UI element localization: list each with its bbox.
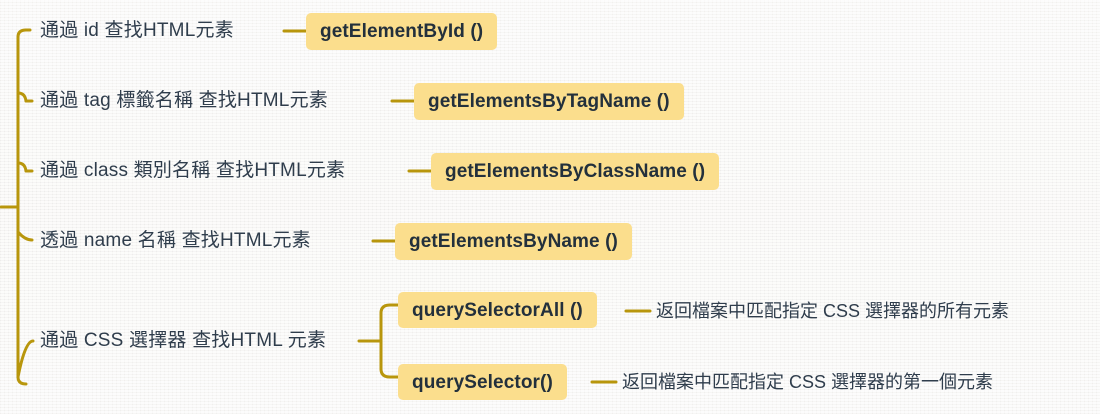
branch-label-5[interactable]: 通過 CSS 選擇器 查找HTML 元素 [40,330,327,351]
method-pill-query-selector[interactable]: querySelector() [398,364,567,400]
spine-top-curl [16,28,28,39]
method-pill-get-elements-by-name[interactable]: getElementsByName () [395,223,632,260]
method-pill-get-elements-by-class-name[interactable]: getElementsByClassName () [431,153,720,190]
branch-curl-4 [16,230,34,242]
branch-label-1[interactable]: 通過 id 查找HTML元素 [40,20,234,41]
branch-label-3[interactable]: 通過 class 類別名稱 查找HTML元素 [40,160,346,181]
method-pill-get-elements-by-tag-name[interactable]: getElementsByTagName () [414,83,684,120]
branch-curl-3 [16,161,28,173]
branch-curl-5 [16,339,35,379]
sub-spine-bottom-curl [379,367,392,379]
description-query-selector: 返回檔案中匹配指定 CSS 選擇器的第一個元素 [622,372,994,392]
sub-spine-top-curl [379,303,392,315]
description-query-selector-all: 返回檔案中匹配指定 CSS 選擇器的所有元素 [656,301,1010,321]
branch-label-2[interactable]: 通過 tag 標籤名稱 查找HTML元素 [40,90,328,111]
spine-bottom-curl [16,375,28,386]
branch-label-4[interactable]: 透過 name 名稱 查找HTML元素 [40,230,311,251]
branch-curl-2 [16,91,28,103]
method-pill-get-element-by-id[interactable]: getElementById () [306,13,498,50]
method-pill-query-selector-all[interactable]: querySelectorAll () [398,292,597,328]
